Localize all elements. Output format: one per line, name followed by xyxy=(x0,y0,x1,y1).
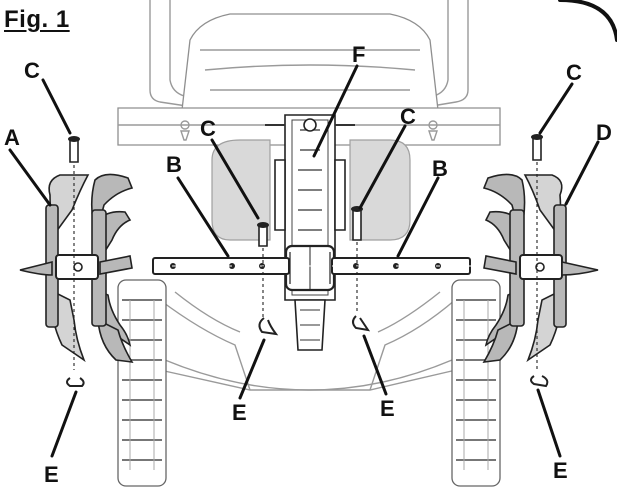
callout-e-right: E xyxy=(553,458,568,483)
callout-a: A xyxy=(4,125,20,150)
callout-c-mid-right: C xyxy=(400,104,416,129)
hairpin-clip-center-left xyxy=(258,317,279,336)
clevis-pin-center-left xyxy=(257,222,269,247)
right-tine-assembly xyxy=(482,173,599,363)
frame-corner xyxy=(558,0,617,42)
assembly-guide-lines xyxy=(73,162,538,370)
callout-d: D xyxy=(596,120,612,145)
clevis-pin-center-right xyxy=(351,206,363,241)
transmission-housing xyxy=(265,114,355,351)
figure-title: Fig. 1 xyxy=(4,6,70,33)
clevis-pin-top-left xyxy=(68,136,80,163)
right-tine-shaft xyxy=(331,257,471,275)
callout-b-right: B xyxy=(432,156,448,181)
leader-lines xyxy=(8,64,600,458)
callout-e-left: E xyxy=(44,462,59,487)
right-wheel xyxy=(451,279,501,487)
callout-e-center-right: E xyxy=(380,396,395,421)
left-tine-assembly xyxy=(19,173,134,363)
left-wheel xyxy=(117,279,167,487)
clevis-pin-top-right xyxy=(531,134,543,161)
callout-e-center-left: E xyxy=(232,400,247,425)
callout-c-top-right: C xyxy=(566,60,582,85)
hairpin-clip-center-right xyxy=(352,315,371,332)
callout-c-top-left: C xyxy=(24,58,40,83)
hairpin-clip-left xyxy=(66,377,85,387)
hairpin-clip-right xyxy=(530,375,549,388)
callout-f: F xyxy=(352,42,365,67)
callout-b-left: B xyxy=(166,152,182,177)
callout-c-mid-left: C xyxy=(200,116,216,141)
center-hub xyxy=(284,244,336,292)
